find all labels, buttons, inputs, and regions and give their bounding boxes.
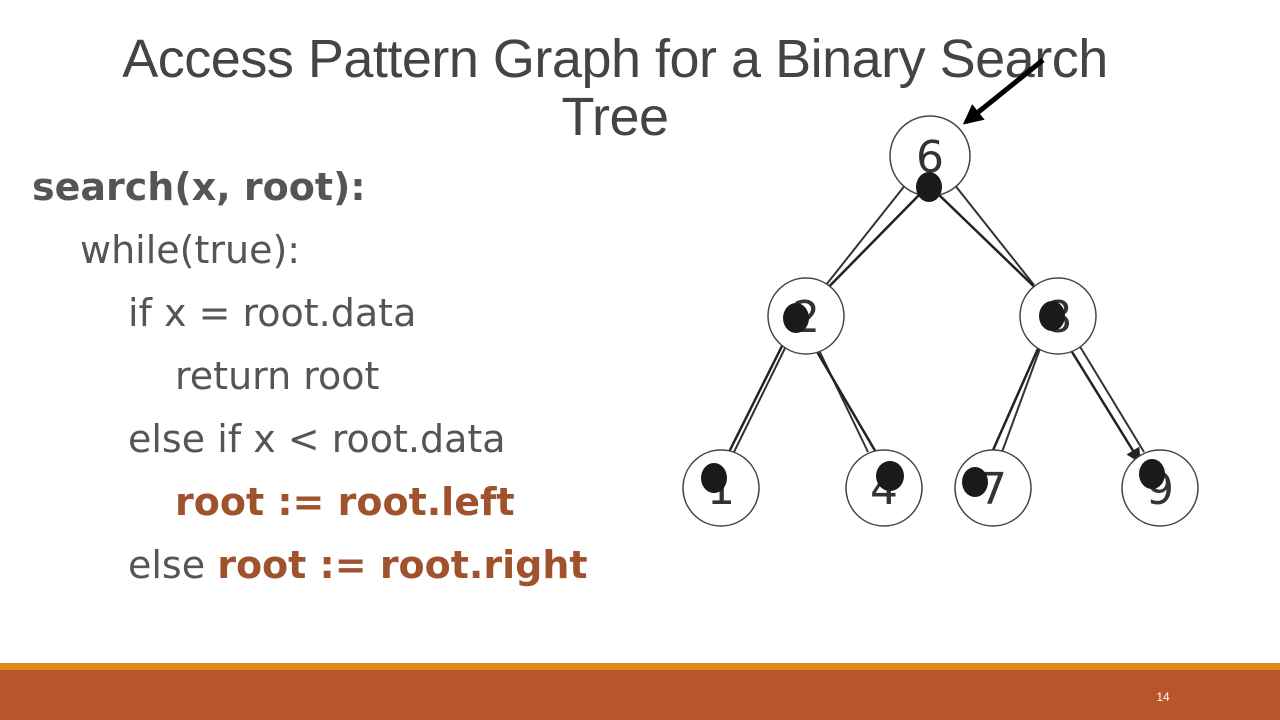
- code-line-go-left: root := root.left: [175, 480, 515, 524]
- access-dot-left: [783, 303, 809, 333]
- pseudocode-block: search(x, root): while(true): if x = roo…: [32, 158, 588, 599]
- access-arrow-8-7: [984, 325, 1050, 468]
- code-else-keyword: else: [128, 543, 218, 587]
- code-line-return: return root: [175, 354, 380, 398]
- code-go-right: root := root.right: [217, 543, 588, 587]
- edge-6-8: [953, 183, 1035, 286]
- access-dot-right-right: [1139, 459, 1165, 489]
- code-line-else: else root := root.right: [32, 536, 588, 599]
- access-pattern-tree: 6 2 8 1 4 7 9: [682, 58, 1199, 527]
- edge-2-4: [816, 345, 869, 453]
- access-dot-right-left: [962, 467, 988, 497]
- edge-8-7: [1001, 345, 1042, 453]
- slide-title-line-2: Tree: [561, 87, 669, 147]
- code-line-else-if: else if x < root.data: [128, 417, 506, 461]
- footer-accent-stripe: [0, 663, 1280, 670]
- access-dot-left-left: [701, 463, 727, 493]
- slide-title-line-1: Access Pattern Graph for a Binary Search: [122, 29, 1108, 89]
- edge-6-2: [825, 183, 907, 286]
- edge-8-9: [1075, 339, 1145, 453]
- access-arrow-6-8: [935, 191, 1050, 302]
- tree-node-right-right: 9: [1121, 449, 1199, 527]
- access-dot-right: [1039, 301, 1065, 331]
- code-line-while: while(true):: [80, 228, 301, 272]
- page-number: 14: [1156, 690, 1170, 704]
- footer-bar: [0, 670, 1280, 720]
- root-entry-arrow: [962, 58, 1045, 125]
- code-line-if: if x = root.data: [128, 291, 417, 335]
- slide-title: Access Pattern Graph for a Binary Search…: [40, 30, 1190, 146]
- access-arrow-2-1: [718, 325, 794, 472]
- access-dot-root: [916, 172, 942, 202]
- edge-2-1: [733, 339, 790, 453]
- code-line-signature: search(x, root):: [32, 165, 366, 209]
- access-dot-left-right: [876, 461, 904, 491]
